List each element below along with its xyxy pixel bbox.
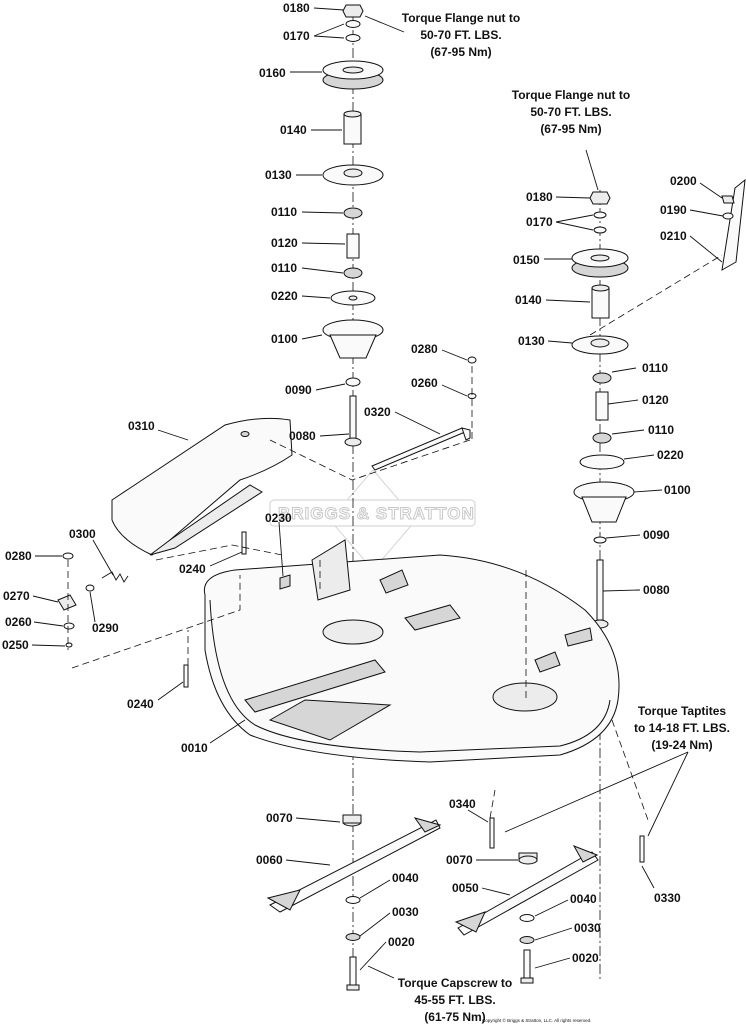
part-label: 0020	[572, 951, 599, 965]
part-label: 0060	[256, 853, 283, 867]
part-label: 0120	[642, 393, 669, 407]
part-label: 0110	[648, 423, 674, 437]
torque-note-capscrew: Torque Capscrew to 45-55 FT. LBS. (61-75…	[398, 976, 512, 1024]
part-label: 0090	[643, 528, 670, 542]
note-line: (67-95 Nm)	[540, 122, 601, 136]
part-label: 0050	[452, 881, 479, 895]
dashed-lines	[67, 254, 723, 821]
note-line: (61-75 Nm)	[424, 1010, 485, 1024]
part-label: 0100	[664, 483, 691, 497]
part-label: 0130	[518, 334, 545, 348]
part-label: 0180	[526, 190, 553, 204]
part-label: 0330	[654, 891, 681, 905]
part-label: 0210	[660, 229, 687, 243]
note-line: Torque Flange nut to	[402, 11, 520, 25]
watermark-text: BRIGGS & STRATTON	[278, 504, 475, 523]
note-line: 50-70 FT. LBS.	[420, 28, 501, 42]
part-label: 0230	[265, 511, 292, 525]
part-label: 0010	[181, 741, 208, 755]
part-label: 0040	[570, 892, 597, 906]
part-label: 0110	[642, 361, 668, 375]
part-label: 0270	[3, 589, 30, 603]
part-label: 0300	[69, 527, 96, 541]
part-label: 0090	[285, 383, 312, 397]
part-label: 0340	[449, 797, 476, 811]
part-label: 0170	[526, 215, 553, 229]
part-label: 0190	[660, 203, 687, 217]
torque-note-left-flange: Torque Flange nut to 50-70 FT. LBS. (67-…	[402, 11, 520, 59]
note-line: 45-55 FT. LBS.	[414, 993, 495, 1007]
left-blade-part	[269, 819, 441, 913]
part-label: 0310	[128, 419, 155, 433]
part-label: 0240	[179, 562, 206, 576]
rod-part	[371, 356, 477, 471]
part-label: 0220	[657, 448, 684, 462]
part-label: 0080	[643, 583, 670, 597]
part-label: 0040	[392, 871, 419, 885]
torque-note-taptites: Torque Taptites to 14-18 FT. LBS. (19-24…	[634, 704, 730, 752]
flange-nut-part	[342, 4, 364, 18]
part-label: 0070	[266, 811, 293, 825]
part-label: 0220	[271, 289, 298, 303]
note-line: Torque Taptites	[638, 704, 727, 718]
part-label: 0070	[446, 853, 473, 867]
right-spindle-stack	[454, 190, 635, 984]
discharge-chute-part	[111, 417, 293, 556]
spring-assembly-part	[57, 531, 645, 863]
part-label: 0320	[364, 405, 391, 419]
watermark: BRIGGS & STRATTON	[269, 469, 476, 571]
part-label: 0240	[127, 697, 154, 711]
part-label: 0030	[392, 905, 419, 919]
part-label: 0200	[670, 174, 697, 188]
part-label: 0170	[283, 29, 310, 43]
part-label: 0130	[265, 168, 292, 182]
part-label: 0250	[2, 638, 29, 652]
part-label: 0120	[271, 236, 298, 250]
part-label: 0080	[289, 429, 316, 443]
note-line: to 14-18 FT. LBS.	[634, 721, 730, 735]
part-label: 0020	[388, 935, 415, 949]
note-line: (19-24 Nm)	[651, 738, 712, 752]
part-label: 0260	[411, 376, 438, 390]
copyright-text: Copyright © Briggs & Stratton, LLC. All …	[482, 1017, 591, 1023]
part-label: 0160	[259, 66, 286, 80]
part-label: 0140	[280, 123, 307, 137]
leader-lines	[31, 7, 724, 979]
part-label: 0280	[5, 549, 32, 563]
part-label: 0260	[5, 615, 32, 629]
part-label: 0280	[411, 342, 438, 356]
part-label: 0110	[271, 261, 297, 275]
part-label: 0030	[574, 921, 601, 935]
mower-deck-part	[203, 539, 620, 763]
note-line: Torque Flange nut to	[512, 88, 630, 102]
part-label: 0150	[513, 253, 540, 267]
part-label: 0290	[92, 621, 119, 635]
part-label: 0180	[283, 1, 310, 15]
note-line: Torque Capscrew to	[398, 976, 512, 990]
note-line: 50-70 FT. LBS.	[530, 105, 611, 119]
torque-note-right-flange: Torque Flange nut to 50-70 FT. LBS. (67-…	[512, 88, 630, 136]
center-spindle-stack	[266, 4, 442, 991]
part-labels: 0180 0170 0160 0140 0130 0110 0120 0110 …	[2, 1, 697, 965]
part-label: 0100	[271, 332, 298, 346]
part-label: 0140	[515, 293, 542, 307]
note-line: (67-95 Nm)	[430, 45, 491, 59]
part-label: 0110	[271, 205, 297, 219]
bracket-part	[721, 178, 746, 271]
